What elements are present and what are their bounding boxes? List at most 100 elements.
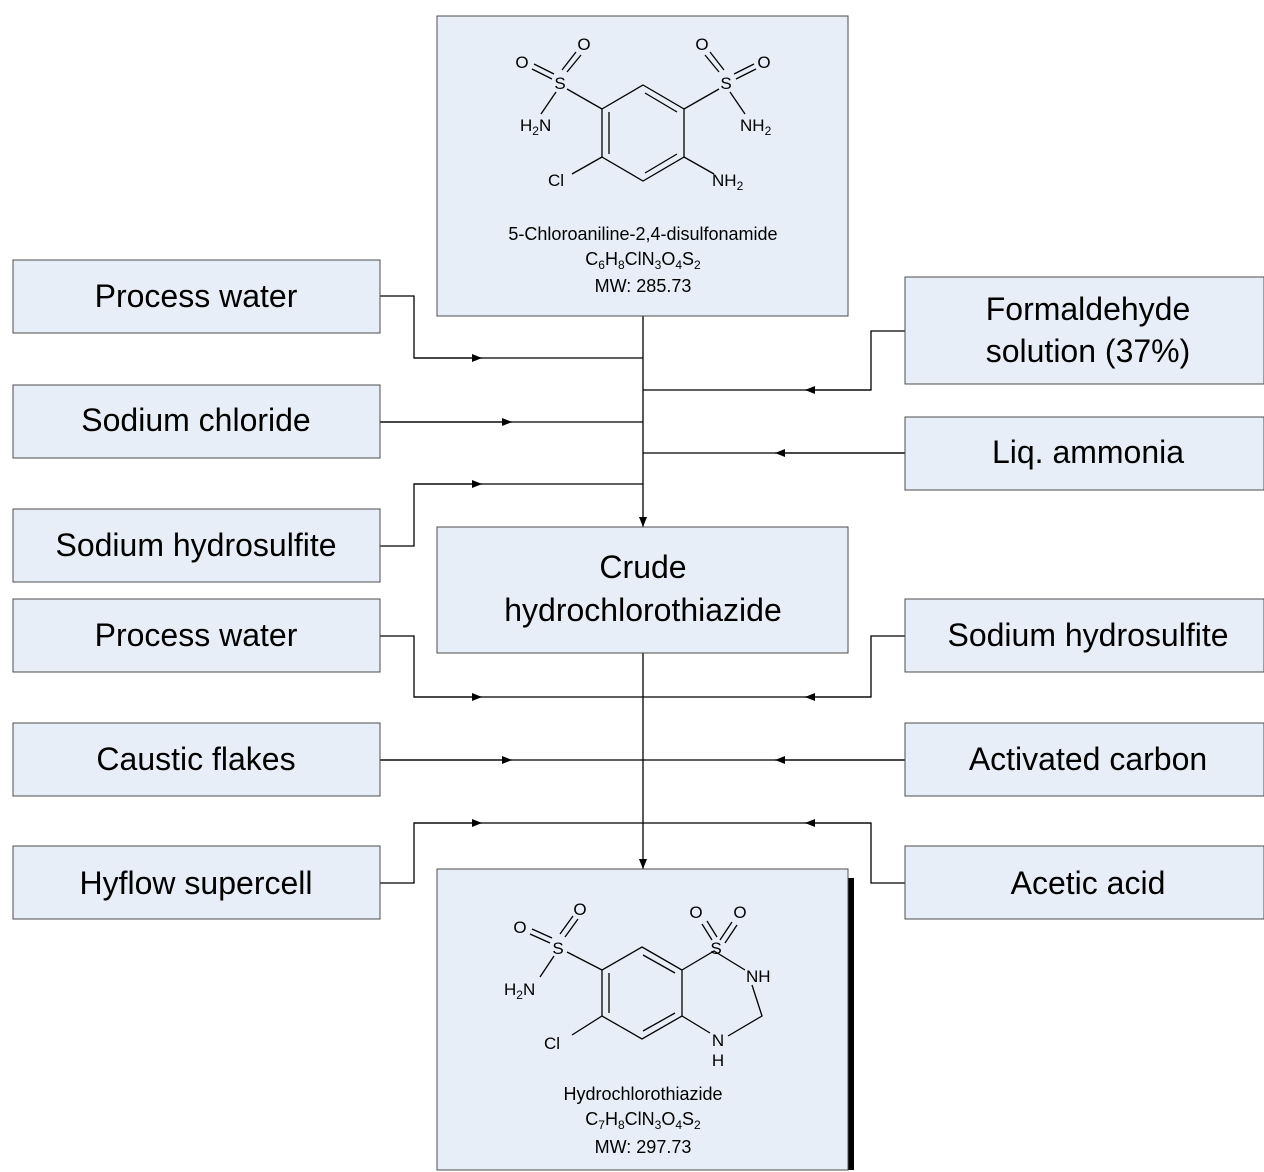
input-label: Caustic flakes — [96, 741, 295, 777]
bond-s-o — [701, 923, 713, 941]
line-sodium-hydrosulfite-2 — [643, 635, 905, 698]
bond-s-o-double — [724, 924, 738, 944]
input-label: Process water — [95, 617, 298, 653]
atom-n: N — [712, 1031, 724, 1050]
atom-cl: Cl — [544, 1034, 560, 1053]
input-box-sodium-chloride: Sodium chloride — [12, 384, 381, 459]
bond-s-o-top — [559, 915, 574, 935]
input-label: Sodium chloride — [81, 402, 310, 438]
bond-s-o-top — [709, 51, 725, 71]
intermediate-label-line2: hydrochlorothiazide — [504, 592, 782, 628]
input-box-acetic-acid: Acetic acid — [904, 845, 1264, 920]
bond-ring-s-right — [683, 88, 720, 110]
start-compound-name: 5-Chloroaniline-2,4-disulfonamide — [508, 224, 777, 244]
input-box-sodium-hydrosulfite-1: Sodium hydrosulfite — [12, 508, 381, 583]
bond-ring-n — [681, 1015, 711, 1034]
double-bond — [642, 954, 676, 974]
line-acetic-acid — [643, 822, 905, 884]
atom-s: S — [552, 939, 563, 958]
double-bond — [642, 1012, 676, 1032]
product-box-hydrochlorothiazide: O O S H2N Cl O O S NH N H Hydrochlorothi… — [436, 868, 849, 1171]
bond-ring-cl — [571, 1015, 603, 1036]
start-compound-structure: O O S H2N Cl O O S NH2 NH2 — [515, 35, 771, 193]
atom-h2n: H2N — [520, 116, 551, 138]
start-compound-box: O O S H2N Cl O O S NH2 NH2 5-Chloroanili… — [436, 15, 849, 317]
double-bond — [644, 153, 678, 174]
bond-ring-s-nh — [681, 950, 746, 971]
bond-s-o — [733, 63, 755, 75]
start-compound-formula: C6H8ClN3O4S2 — [585, 249, 701, 272]
bond-ring-s-left — [566, 951, 603, 971]
intermediate-box-crude-hydrochlorothiazide: Crude hydrochlorothiazide — [436, 526, 849, 654]
atom-o: O — [695, 35, 708, 54]
atom-o: O — [573, 900, 586, 919]
product-box-shadow — [848, 878, 854, 1170]
bond-s-o-double — [531, 68, 553, 80]
atom-o: O — [515, 53, 528, 72]
bond-s-n — [539, 955, 555, 978]
input-label: Activated carbon — [969, 741, 1207, 777]
line-sodium-hydrosulfite-1 — [380, 483, 643, 547]
atom-nh: NH — [746, 967, 771, 986]
atom-nh2: NH2 — [712, 171, 744, 193]
product-formula: C7H8ClN3O4S2 — [585, 1109, 701, 1132]
bond-nh-ch2-n — [727, 984, 763, 1037]
input-box-hyflow-supercell: Hyflow supercell — [12, 845, 381, 920]
atom-o: O — [733, 903, 746, 922]
bond-ring-cl — [571, 156, 603, 175]
bond-s-o-double — [735, 68, 757, 80]
input-label-line1: Formaldehyde — [986, 291, 1191, 327]
input-label: Liq. ammonia — [992, 434, 1184, 470]
input-box-liq-ammonia: Liq. ammonia — [904, 416, 1264, 491]
input-box-caustic-flakes: Caustic flakes — [12, 722, 381, 797]
bond-s-o — [719, 921, 733, 941]
input-box-process-water-2: Process water — [12, 598, 381, 673]
bond-s-o-top — [561, 51, 577, 71]
connectors — [380, 295, 905, 884]
input-label: Process water — [95, 278, 298, 314]
line-formaldehyde — [643, 330, 905, 391]
input-box-process-water-1: Process water — [12, 259, 381, 334]
bond-s-o — [531, 928, 553, 939]
input-box-sodium-hydrosulfite-2: Sodium hydrosulfite — [904, 598, 1264, 673]
bond-s-n — [540, 91, 557, 115]
atom-o: O — [513, 918, 526, 937]
start-compound-mw: MW: 285.73 — [595, 276, 692, 296]
atom-nh2: NH2 — [740, 116, 772, 138]
input-label-line2: solution (37%) — [986, 333, 1191, 369]
bond-ring-s-left — [566, 88, 603, 110]
product-mw: MW: 297.73 — [595, 1137, 692, 1157]
input-label: Sodium hydrosulfite — [55, 527, 336, 563]
bond-s-o-top-double — [704, 54, 720, 73]
bond-s-o-double — [706, 920, 718, 938]
input-label: Acetic acid — [1011, 865, 1166, 901]
atom-cl: Cl — [548, 171, 564, 190]
line-hyflow-supercell — [380, 822, 643, 884]
bond-s-o-top-double — [566, 54, 582, 73]
bond-s-n — [729, 91, 746, 115]
bond-s-o — [533, 63, 555, 75]
bond-s-o-double — [529, 933, 551, 944]
input-label: Hyflow supercell — [80, 865, 313, 901]
atom-h: H — [712, 1051, 724, 1070]
atom-s: S — [710, 939, 721, 958]
input-label: Sodium hydrosulfite — [947, 617, 1228, 653]
atom-s: S — [720, 74, 731, 93]
input-box-activated-carbon: Activated carbon — [904, 722, 1264, 797]
double-bond — [644, 92, 678, 113]
product-name: Hydrochlorothiazide — [563, 1084, 722, 1104]
bond-s-o-top-double — [564, 918, 579, 938]
line-process-water-1 — [380, 295, 643, 359]
atom-h2n: H2N — [504, 980, 535, 1002]
intermediate-label-line1: Crude — [599, 549, 686, 585]
atom-s: S — [554, 74, 565, 93]
input-box-formaldehyde: Formaldehyde solution (37%) — [904, 276, 1264, 385]
atom-o: O — [577, 35, 590, 54]
atom-o: O — [757, 53, 770, 72]
bond-ring-nh2 — [683, 156, 715, 175]
product-structure: O O S H2N Cl O O S NH N H — [504, 900, 771, 1070]
line-process-water-2 — [380, 635, 643, 698]
atom-o: O — [689, 903, 702, 922]
